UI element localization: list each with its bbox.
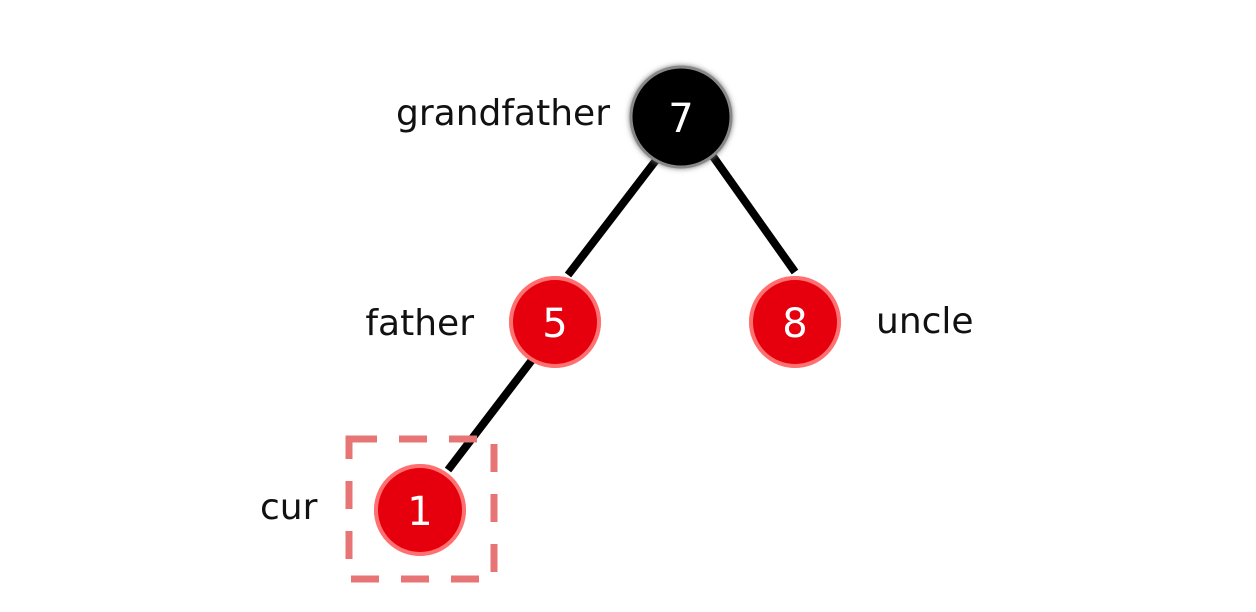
edge-grandfather-uncle [708, 152, 799, 275]
node-value: 7 [668, 96, 693, 142]
label-grandfather: grandfather [396, 93, 610, 134]
label-cur: cur [260, 487, 318, 528]
highlight-box [345, 435, 498, 583]
node-father: 5 [509, 276, 601, 368]
node-value: 5 [542, 301, 567, 347]
label-father: father [365, 303, 474, 344]
node-value: 1 [407, 489, 432, 535]
edge-father-cur [444, 357, 536, 473]
node-cur: 1 [374, 464, 466, 556]
node-value: 8 [782, 301, 807, 347]
node-uncle: 8 [749, 276, 841, 368]
label-uncle: uncle [876, 301, 974, 342]
node-grandfather: 7 [629, 65, 733, 169]
edge-grandfather-father [564, 152, 664, 278]
